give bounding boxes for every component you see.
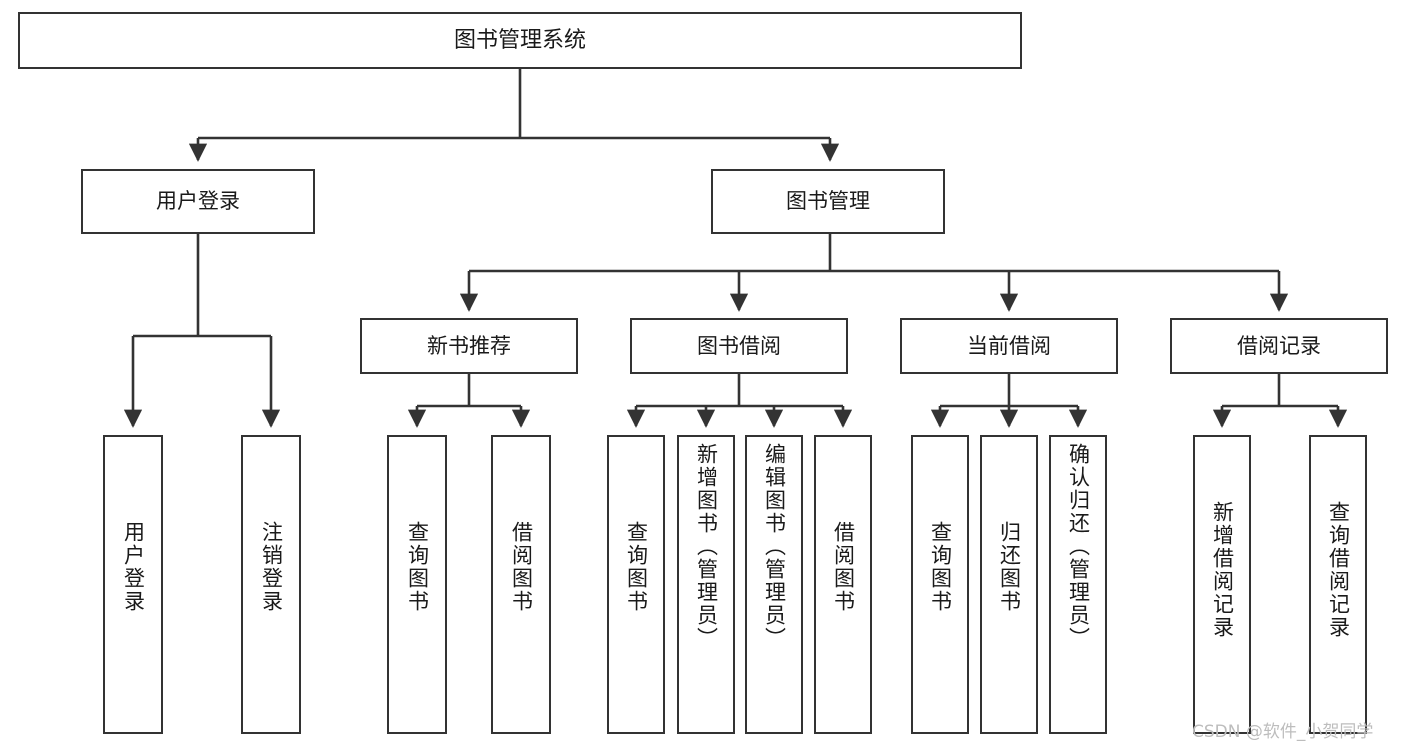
node-root[interactable]: 图书管理系统 [18,12,1022,69]
node-leaf-logout-label: 注销登录 [259,521,284,613]
node-leaf-confirm-return-label: 确认归还（管理员） [1066,443,1091,650]
node-current-borrow[interactable]: 当前借阅 [900,318,1118,374]
node-leaf-query-book-current-label: 查询图书 [928,521,953,613]
node-leaf-query-book-borrow-label: 查询图书 [624,521,649,613]
node-leaf-user-login-label: 用户登录 [121,521,146,613]
node-root-label: 图书管理系统 [453,27,586,53]
node-leaf-add-book-label: 新增图书（管理员） [694,443,719,650]
node-leaf-query-book-borrow[interactable]: 查询图书 [607,435,665,734]
node-leaf-query-borrow-record-label: 查询借阅记录 [1326,501,1351,639]
node-leaf-logout[interactable]: 注销登录 [241,435,301,734]
node-book-borrow[interactable]: 图书借阅 [630,318,848,374]
node-leaf-user-login[interactable]: 用户登录 [103,435,163,734]
node-leaf-edit-book[interactable]: 编辑图书（管理员） [745,435,803,734]
node-leaf-return-book-label: 归还图书 [997,521,1022,613]
node-borrow-record-label: 借阅记录 [1237,333,1321,358]
node-new-book-recommend[interactable]: 新书推荐 [360,318,578,374]
node-book-management-label: 图书管理 [786,189,870,214]
csdn-watermark: CSDN @软件_小贺同学 [1192,722,1374,742]
node-leaf-borrow-book-newbook[interactable]: 借阅图书 [491,435,551,734]
node-user-login-label: 用户登录 [156,189,240,214]
node-leaf-confirm-return[interactable]: 确认归还（管理员） [1049,435,1107,734]
node-book-management[interactable]: 图书管理 [711,169,945,234]
node-leaf-add-borrow-record-label: 新增借阅记录 [1210,501,1235,639]
node-leaf-edit-book-label: 编辑图书（管理员） [762,443,787,650]
node-borrow-record[interactable]: 借阅记录 [1170,318,1388,374]
node-user-login[interactable]: 用户登录 [81,169,315,234]
node-leaf-add-book[interactable]: 新增图书（管理员） [677,435,735,734]
node-leaf-query-book-newbook[interactable]: 查询图书 [387,435,447,734]
node-leaf-borrow-book-newbook-label: 借阅图书 [509,521,534,613]
node-leaf-return-book[interactable]: 归还图书 [980,435,1038,734]
node-leaf-borrow-book[interactable]: 借阅图书 [814,435,872,734]
node-leaf-add-borrow-record[interactable]: 新增借阅记录 [1193,435,1251,734]
node-leaf-query-borrow-record[interactable]: 查询借阅记录 [1309,435,1367,734]
node-new-book-recommend-label: 新书推荐 [427,333,511,358]
node-book-borrow-label: 图书借阅 [697,333,781,358]
node-leaf-borrow-book-label: 借阅图书 [831,521,856,613]
node-leaf-query-book-newbook-label: 查询图书 [405,521,430,613]
node-current-borrow-label: 当前借阅 [967,333,1051,358]
node-leaf-query-book-current[interactable]: 查询图书 [911,435,969,734]
